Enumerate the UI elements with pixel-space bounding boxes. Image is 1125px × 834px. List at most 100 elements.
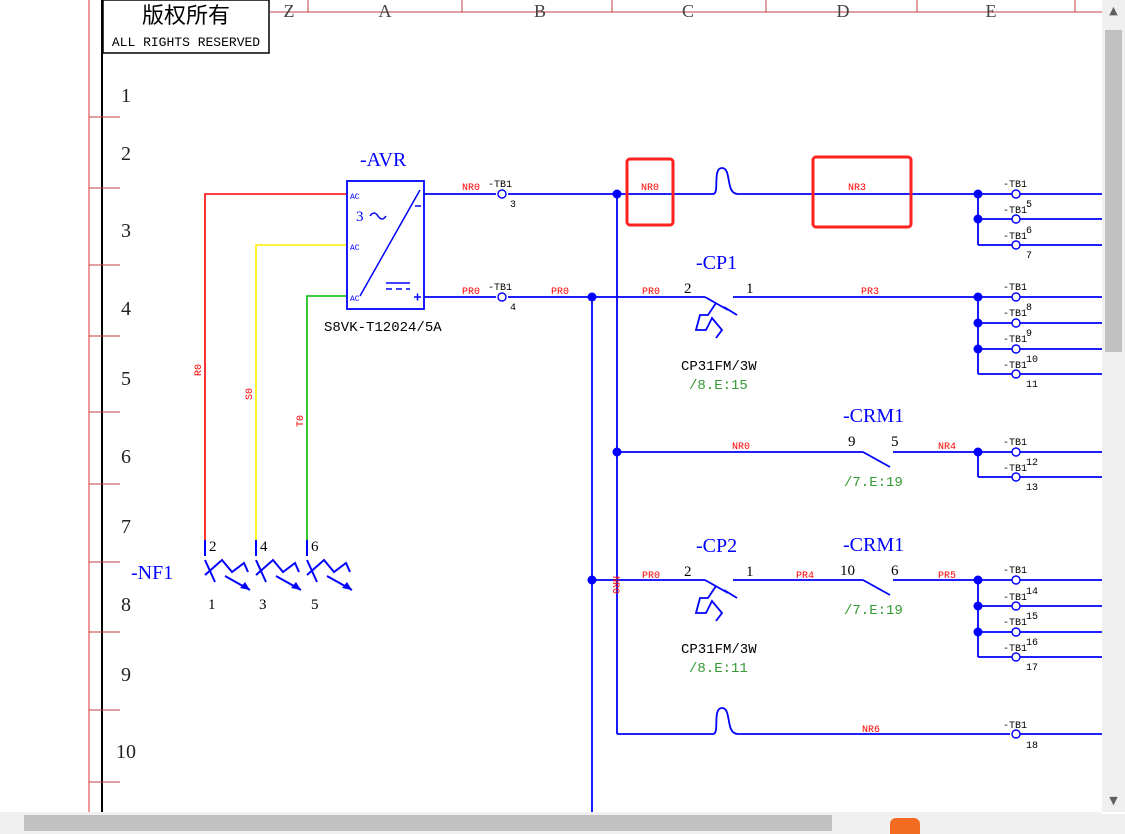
nf1-tag: -NF1 xyxy=(131,562,173,584)
avr-phase: 3 xyxy=(356,209,364,225)
crm1-ref[interactable]: /7.E:19 xyxy=(844,475,903,491)
wire-label-nr0: NR0 xyxy=(732,442,750,453)
wire-label-nr4: NR4 xyxy=(938,442,956,453)
col-header-c: C xyxy=(682,1,694,21)
ac-wave-icon xyxy=(369,212,387,220)
wire-label-nr0: NR0 xyxy=(641,183,659,194)
row-ruler-ticks xyxy=(89,116,120,783)
nf1-term-5: 5 xyxy=(311,597,319,613)
tb-label: -TB1 xyxy=(1003,206,1027,217)
wire-label-pr0: PR0 xyxy=(642,287,660,298)
tb-port: 17 xyxy=(1026,663,1038,674)
nf1-term-3: 3 xyxy=(259,597,267,613)
cp2-tag: -CP2 xyxy=(696,535,737,557)
tb-port: 6 xyxy=(1026,226,1032,237)
tb-label: -TB1 xyxy=(1003,566,1027,577)
cp2-term-out: 1 xyxy=(746,564,754,580)
wire-label-pr0: PR0 xyxy=(642,571,660,582)
crm1-contact-lower[interactable]: -CRM1 10 6 /7.E:19 xyxy=(840,534,904,619)
title-block xyxy=(102,0,270,54)
tb-label: -TB1 xyxy=(1003,618,1027,629)
wire-label-pr5: PR5 xyxy=(938,571,956,582)
tb-label: -TB1 xyxy=(1003,721,1027,732)
wire-label-nr0: NR0 xyxy=(462,183,480,194)
avr-tag: -AVR xyxy=(360,149,407,171)
row-number-2: 2 xyxy=(121,143,131,165)
tb-label: -TB1 xyxy=(1003,361,1027,372)
row-number-7: 7 xyxy=(121,516,131,538)
cp1-term-in: 2 xyxy=(684,281,692,297)
scroll-up-icon[interactable]: ▲ xyxy=(1109,4,1118,17)
tb-label: -TB1 xyxy=(1003,283,1027,294)
horizontal-scroll-thumb[interactable] xyxy=(24,815,832,831)
nf1-breaker[interactable]: -NF1 2 4 6 1 3 5 xyxy=(131,539,353,613)
avr-ac-1: AC xyxy=(350,193,360,202)
tb-port: 7 xyxy=(1026,251,1032,262)
tb-port: 13 xyxy=(1026,483,1038,494)
nf1-term-4: 4 xyxy=(260,539,268,555)
corner-app-logo xyxy=(890,814,1125,834)
title-block-en: ALL RIGHTS RESERVED xyxy=(112,35,260,50)
cp1-breaker[interactable]: -CP1 2 1 CP31FM/3W /8.E:15 xyxy=(681,252,757,394)
avr-model: S8VK-T12024/5A xyxy=(324,320,442,336)
tb-port: 3 xyxy=(510,200,516,211)
label-s0: S0 xyxy=(245,388,256,400)
blue-wiring xyxy=(424,167,1102,812)
tb-port: 8 xyxy=(1026,303,1032,314)
col-header-d: D xyxy=(837,1,850,21)
row-number-5: 5 xyxy=(121,368,131,390)
cp2-breaker[interactable]: -CP2 2 1 CP31FM/3W /8.E:11 xyxy=(681,535,757,677)
tb-port: 16 xyxy=(1026,638,1038,649)
tb-label: -TB1 xyxy=(1003,335,1027,346)
tb-label: -TB1 xyxy=(488,180,512,191)
crm1-tag: -CRM1 xyxy=(843,534,904,556)
crm1-term-out: 5 xyxy=(891,434,899,450)
vertical-scroll-thumb[interactable] xyxy=(1105,30,1122,352)
vertical-scrollbar[interactable]: ▲ ▼ xyxy=(1102,0,1125,812)
tb-label: -TB1 xyxy=(1003,644,1027,655)
wire-label-pr4: PR4 xyxy=(796,571,814,582)
tb-port: 15 xyxy=(1026,612,1038,623)
nf1-term-1: 1 xyxy=(208,597,216,613)
row-number-4: 4 xyxy=(121,298,131,320)
tb-port: 5 xyxy=(1026,200,1032,211)
avr-power-supply[interactable]: -AVR AC AC AC 3 S8VK-T12024/5A xyxy=(324,149,442,336)
horizontal-scrollbar[interactable] xyxy=(0,812,1102,834)
schematic-canvas[interactable]: 版权所有 ALL RIGHTS RESERVED Z A B C D E 1 2… xyxy=(0,0,1102,812)
col-header-z: Z xyxy=(284,1,295,21)
crm1-ref[interactable]: /7.E:19 xyxy=(844,603,903,619)
row-number-6: 6 xyxy=(121,446,131,468)
crm1-term-out: 6 xyxy=(891,563,899,579)
cp2-model: CP31FM/3W xyxy=(681,642,757,658)
wire-s0 xyxy=(255,244,347,545)
scroll-down-icon[interactable]: ▼ xyxy=(1109,794,1118,807)
wire-label-nr3: NR3 xyxy=(848,183,866,194)
nf1-term-6: 6 xyxy=(311,539,319,555)
cp1-model: CP31FM/3W xyxy=(681,359,757,375)
wire-label-nr0: NR0 xyxy=(609,576,620,594)
crm1-term-in: 10 xyxy=(840,563,855,579)
tb-port: 4 xyxy=(510,303,516,314)
label-t0: T0 xyxy=(296,415,307,427)
top-ruler-ticks xyxy=(307,0,1076,12)
tb-label: -TB1 xyxy=(1003,180,1027,191)
app-logo-icon xyxy=(890,818,920,834)
wire-r0 xyxy=(204,193,347,545)
row-number-9: 9 xyxy=(121,664,131,686)
wire-t0 xyxy=(306,295,347,545)
col-header-a: A xyxy=(379,1,392,21)
highlight-box-nr3 xyxy=(811,155,913,229)
cp1-tag: -CP1 xyxy=(696,252,737,274)
highlight-box-nr0 xyxy=(625,157,675,227)
crm1-tag: -CRM1 xyxy=(843,405,904,427)
row-number-1: 1 xyxy=(121,85,131,107)
tb-port: 14 xyxy=(1026,587,1038,598)
wire-label-pr0: PR0 xyxy=(551,287,569,298)
tb-port: 12 xyxy=(1026,458,1038,469)
cp1-ref[interactable]: /8.E:15 xyxy=(689,378,748,394)
crm1-term-in: 9 xyxy=(848,434,856,450)
crm1-contact-upper[interactable]: -CRM1 9 5 /7.E:19 xyxy=(843,405,904,491)
tb-label: -TB1 xyxy=(1003,464,1027,475)
row-number-8: 8 xyxy=(121,594,131,616)
cp2-ref[interactable]: /8.E:11 xyxy=(689,661,748,677)
